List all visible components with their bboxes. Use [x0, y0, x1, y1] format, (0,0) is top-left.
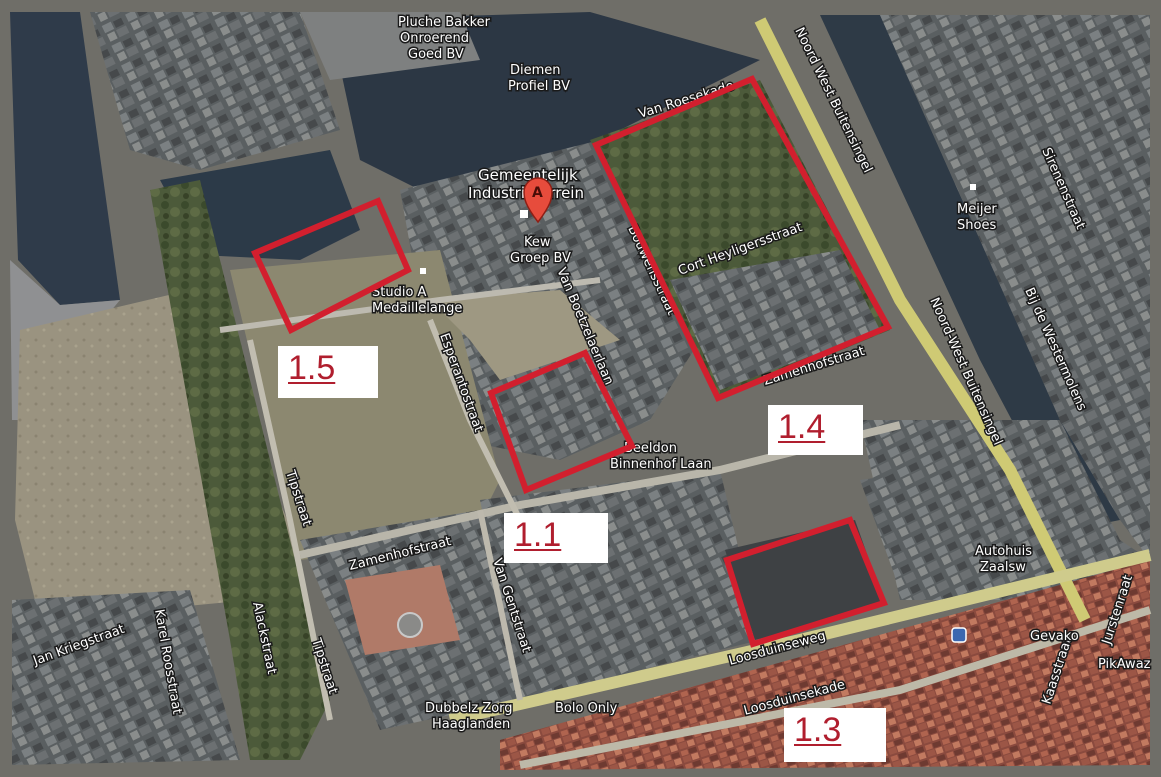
road-noordwest: [754, 17, 1091, 623]
road-van-gent: [477, 509, 523, 701]
map-pin-a[interactable]: A: [523, 177, 553, 224]
courtyard-fountain: [397, 612, 423, 638]
poi-gevako: Gevako: [1030, 629, 1079, 644]
poi-autohuis-line2: Zaalsw: [980, 560, 1026, 575]
map-pin-icon[interactable]: [523, 177, 553, 224]
block-top-left: [90, 12, 340, 170]
poi-marker-studio: [420, 268, 426, 274]
canal-right: [820, 15, 1120, 530]
poi-beeldon: Beeldon Binnenhof Laan: [609, 440, 714, 474]
poi-bedrijf-top-line2: Onroerend: [400, 31, 469, 46]
block-14-buildings: [670, 250, 880, 390]
map-pin-letter: A: [532, 185, 543, 201]
area-outline-14: [591, 75, 893, 402]
poi-diemen-line2: Profiel BV: [508, 79, 570, 94]
poi-marker-kew: [520, 210, 528, 218]
poi-bedrijf-top-line3: Goed BV: [408, 47, 464, 62]
area-outline-13: [723, 516, 889, 648]
area-outline-15: [250, 197, 412, 335]
road-esperanto: [427, 318, 523, 522]
block-bottom-right: [860, 460, 1040, 590]
area-label-13[interactable]: 1.3: [784, 708, 886, 762]
poi-beeldon-line1: Beeldon: [624, 441, 677, 456]
poi-meijer-line2: Shoes: [957, 218, 996, 233]
area-label-14-text: 1.4: [778, 408, 826, 446]
poi-studio-line2: Medaillelange: [372, 301, 462, 316]
area-label-11[interactable]: 1.1: [504, 513, 608, 563]
road-loosduinsekade: [519, 606, 1152, 769]
open-terrain-centre-2: [430, 290, 620, 380]
poi-dubbel: Dubbelz Zorg Haaglanden: [424, 700, 515, 734]
block-bottom-left: [12, 590, 240, 765]
area-label-15-text: 1.5: [288, 349, 336, 387]
poi-bedrijf-top-line1: Pluche Bakker: [398, 15, 491, 30]
poi-diemen-line1: Diemen: [510, 63, 561, 78]
courtyard-building: [345, 565, 460, 655]
poi-meijer-line1: Meijer: [957, 202, 997, 217]
poi-beeldon-line2: Binnenhof Laan: [610, 457, 712, 472]
harbour-water-left: [10, 12, 120, 305]
area-label-14[interactable]: 1.4: [768, 405, 863, 455]
area-label-13-text: 1.3: [794, 711, 842, 749]
area-outline-11: [487, 349, 637, 494]
poi-meijer: Meijer Shoes: [956, 201, 999, 235]
poi-industrie-line1: Gemeentelijk: [478, 166, 578, 184]
poi-marker-meijer: [970, 184, 976, 190]
road-studio: [219, 277, 601, 333]
poi-autohuis-line1: Autohuis: [975, 544, 1032, 559]
poi-bolo: Bolo Only: [555, 701, 618, 716]
poi-studio-line1: Studio A: [372, 285, 427, 300]
poi-dubbel-line2: Haaglanden: [432, 717, 510, 732]
poi-bedrijf-top: Pluche Bakker Onroerend Goed BV: [397, 14, 493, 64]
area-label-11-text: 1.1: [514, 516, 562, 554]
red-roof-rows: [500, 560, 1150, 770]
poi-studio: Studio A Medaillelange: [371, 284, 464, 318]
poi-pikawaz: PikAwaz: [1098, 657, 1151, 672]
grass-strip: [150, 180, 330, 760]
block-top-mid: [300, 12, 480, 80]
block-right: [880, 15, 1150, 560]
road-loosduinseweg: [448, 549, 1152, 726]
poi-diemen: Diemen Profiel BV: [507, 62, 572, 96]
poi-autohuis: Autohuis Zaalsw: [974, 543, 1034, 577]
poi-dubbel-line1: Dubbelz Zorg: [425, 701, 513, 716]
poi-kew-line2: Groep BV: [510, 251, 571, 266]
bus-stop-icon: [951, 627, 967, 643]
road-tipstraat: [247, 339, 333, 721]
area-label-15[interactable]: 1.5: [278, 346, 378, 398]
poi-kew: Kew Groep BV: [509, 234, 573, 268]
poi-kew-line1: Kew: [524, 235, 551, 250]
